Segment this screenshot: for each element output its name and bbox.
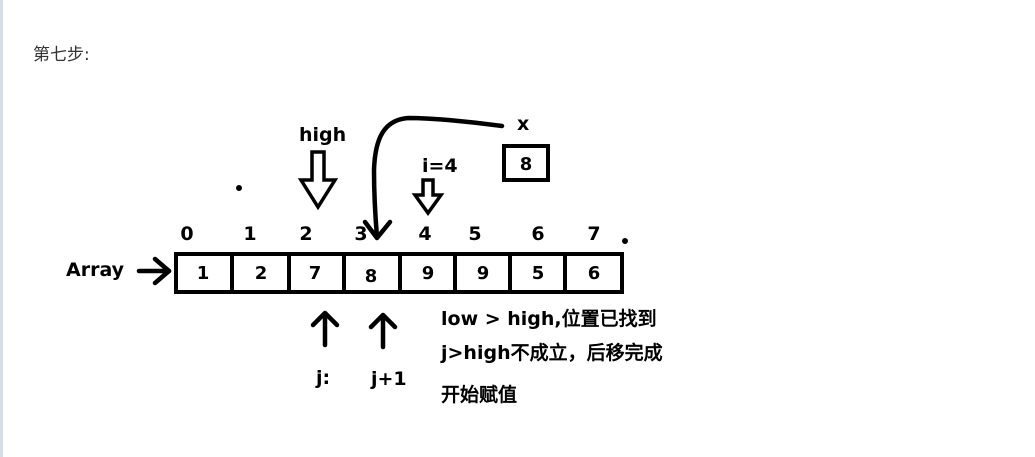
array-cell-value: 9 (477, 263, 490, 284)
index-label: 2 (299, 223, 312, 245)
array-label: Array (66, 259, 125, 281)
array-cell-value: 9 (422, 263, 435, 284)
assign-curve-arrow (362, 115, 505, 241)
array-cell-value: 6 (588, 263, 601, 284)
note-line: 开始赋值 (441, 383, 517, 406)
j-label: j: (315, 367, 330, 389)
note-line: j>high不成立，后移完成 (440, 341, 663, 364)
high-label: high (299, 124, 346, 146)
index-label: 7 (587, 223, 600, 245)
index-label: 3 (354, 223, 367, 245)
step-title: 第七步: (33, 45, 90, 65)
array-pointer-arrow (136, 256, 172, 286)
x-value-box (502, 144, 550, 182)
x-label: x (517, 113, 529, 135)
array-cell-value: 2 (255, 263, 268, 284)
x-value: 8 (520, 154, 533, 175)
index-label: 4 (418, 223, 431, 245)
array-cell-value: 5 (532, 263, 545, 284)
array-cell-value: 1 (197, 263, 210, 284)
i-label: i=4 (422, 155, 458, 177)
index-label: 6 (531, 223, 544, 245)
index-label: 5 (468, 223, 481, 245)
stray-dot (236, 185, 242, 191)
array-cell-value: 7 (309, 263, 322, 284)
insertion-sort-diagram: 0 1 2 3 4 5 6 7 Array 1 2 7 8 9 9 5 (66, 113, 663, 406)
j-plus-one-up-arrow (368, 312, 398, 350)
note-line: low > high,位置已找到 (441, 307, 657, 330)
i-down-arrow (411, 178, 445, 216)
array-cell-value: 8 (365, 266, 378, 287)
array-box (174, 252, 624, 294)
j-plus-one-label: j+1 (370, 368, 407, 390)
index-label: 1 (243, 223, 256, 245)
high-down-arrow (297, 150, 339, 211)
j-up-arrow (310, 310, 340, 348)
stray-dot (622, 238, 628, 244)
index-label: 0 (180, 223, 193, 245)
